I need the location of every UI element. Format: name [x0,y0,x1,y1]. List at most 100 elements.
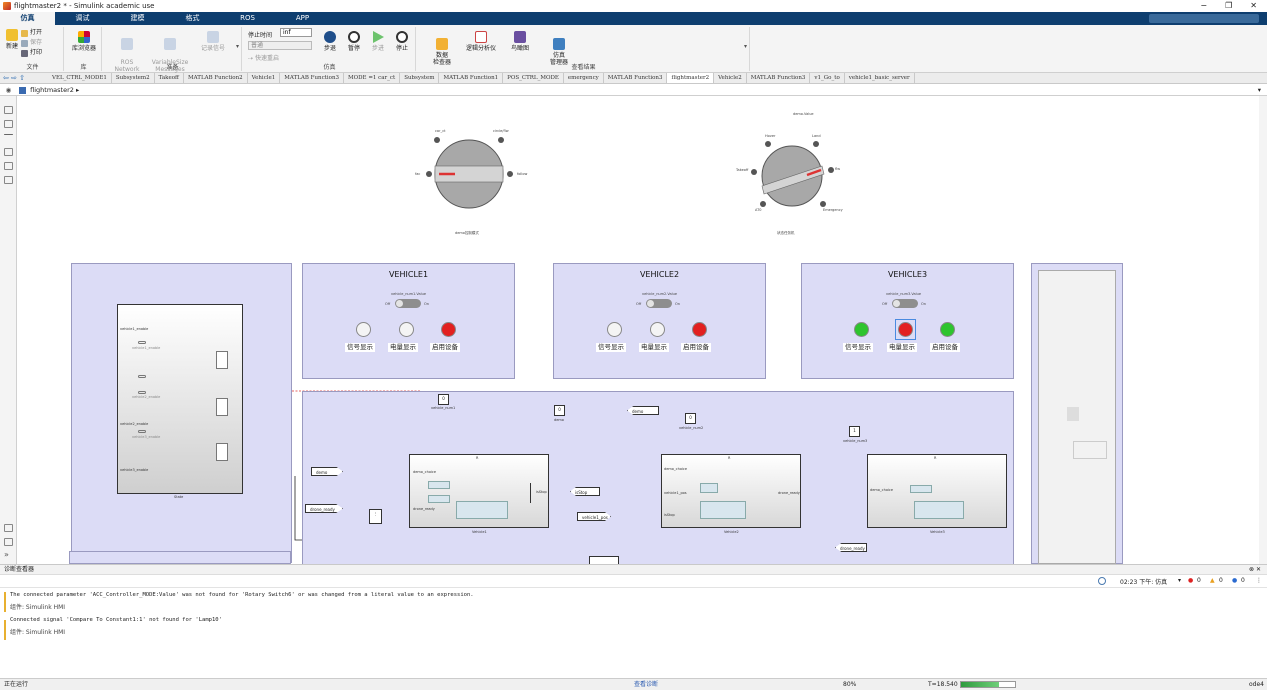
knob-dial[interactable] [735,110,875,240]
step-forward-button[interactable]: 步进 [368,31,388,52]
warning-icon[interactable]: ▲ [1210,577,1215,584]
goto-drone-ready[interactable]: drone_ready [835,543,867,552]
tab-ros[interactable]: ROS [240,14,255,22]
vehicle1-toggle[interactable] [395,299,421,308]
diagnostic-time[interactable]: 02:23 下午: 仿真 [1120,579,1168,586]
tab-debug[interactable]: 调试 [75,14,90,22]
fit-view-icon[interactable] [4,120,13,128]
log-signals-button[interactable]: 记录信号 [196,31,230,52]
breadcrumb-dropdown-icon[interactable]: ▾ [1257,86,1261,94]
tab-format[interactable]: 格式 [185,14,200,22]
expand-toolbar-icon[interactable]: » [4,550,9,559]
doc-tab[interactable]: MATLAB Function3 [604,73,668,83]
from-vehicle1-pos[interactable]: vehicle1_pos [577,512,611,521]
doc-tab[interactable]: emergency [564,73,604,83]
model-data-icon[interactable] [4,538,13,546]
vehicle3-subsystem[interactable]: R demo_choice [867,454,1007,528]
open-button[interactable]: 打开 [21,29,42,37]
stop-time-input[interactable] [280,28,312,37]
constant-vehicle-num3[interactable]: 1 [849,426,860,437]
simulation-mode-select[interactable]: 普通 [248,41,312,50]
vehicle2-toggle[interactable] [646,299,672,308]
print-button[interactable]: 打印 [21,49,42,57]
folder-icon [21,29,28,37]
maximize-button[interactable]: ❐ [1225,1,1233,10]
annotation-icon[interactable] [4,148,13,156]
doc-tab[interactable]: MATLAB Function3 [280,73,344,83]
variable-size-messages-button[interactable]: VariableSize Messages [148,31,192,73]
doc-tab[interactable]: POS_CTRL_MODE [503,73,564,83]
vehicle3-toggle[interactable] [892,299,918,308]
save-button[interactable]: 保存 [21,39,42,47]
property-inspector-icon[interactable] [4,524,13,532]
quick-access-toolbar[interactable] [1149,14,1259,23]
arrow-icon[interactable] [4,134,13,135]
refresh-icon[interactable] [1098,577,1106,585]
close-button[interactable]: ✕ [1250,1,1257,10]
library-browser-button[interactable]: 库浏览器 [69,31,99,52]
stop-button[interactable]: 停止 [392,31,412,52]
time-dropdown-icon[interactable]: ▾ [1178,577,1182,584]
knob-dial[interactable] [415,126,545,240]
area-icon[interactable] [4,176,13,184]
tab-simulation[interactable]: 仿真 [0,12,55,25]
constant-vehicle-num2[interactable]: 0 [685,413,696,424]
doc-tab[interactable]: VEL_CTRL_MODE1 [48,73,112,83]
vertical-scrollbar[interactable] [1259,96,1267,564]
navigation-arrows[interactable]: ⇦ ⇨ ⇧ [3,74,26,82]
constant-demo[interactable]: 0 [554,405,565,416]
doc-tab[interactable]: Takeoff [155,73,184,83]
right-subsystem[interactable] [1038,270,1116,564]
step-back-button[interactable]: 步退 [320,31,340,52]
state-chart-block[interactable]: vehicle1_enable vehicle2_enable vehicle3… [117,304,243,499]
hide-explorer-icon[interactable]: ◉ [5,86,12,94]
model-canvas[interactable]: car_ct circle/flw fac follow demo控制模式 de… [17,96,1267,564]
simulation-manager-button[interactable]: 仿真 管理器 [544,31,574,66]
vehicle3-lamp-battery[interactable] [898,322,913,337]
image-icon[interactable] [4,162,13,170]
diagnostic-message[interactable]: Connected signal 'Compare To Constant1:1… [10,617,222,623]
diagnostic-close-icon[interactable]: ⊗ ✕ [1249,566,1261,573]
doc-tab[interactable]: v1_Go_to [810,73,845,83]
doc-tab[interactable]: Subsystem2 [112,73,155,83]
doc-tab[interactable]: Vehicle1 [248,73,281,83]
doc-tab[interactable]: MATLAB Function2 [184,73,248,83]
logic-analyzer-button[interactable]: 逻辑分析仪 [464,31,498,52]
new-button[interactable]: 新建 [4,29,20,50]
prepare-expand-icon[interactable]: ▾ [235,43,239,50]
data-inspector-button[interactable]: 数据 检查器 [428,31,456,66]
doc-tab[interactable]: Subsystem [400,73,440,83]
doc-tab[interactable]: MATLAB Function3 [747,73,811,83]
rotary-switch-control-mode[interactable]: car_ct circle/flw fac follow demo控制模式 [415,126,545,240]
breadcrumb-path[interactable]: flightmaster2 ▸ [30,86,80,94]
fast-restart-toggle[interactable]: ⇢ 快速重启 [248,55,279,62]
partial-block[interactable] [589,556,619,564]
constant-vehicle-num1[interactable]: 0 [438,394,449,405]
tab-modeling[interactable]: 建模 [130,14,145,22]
ros-network-button[interactable]: ROS Network [110,31,144,73]
goto-isstop[interactable]: isStop [570,487,600,496]
zoom-icon[interactable] [4,106,13,114]
from-drone-ready[interactable]: drone_ready [305,504,343,513]
review-expand-icon[interactable]: ▾ [743,43,747,50]
doc-tab-active[interactable]: flightmaster2 [667,73,715,83]
tab-apps[interactable]: APP [295,14,310,22]
goto-demo[interactable]: demo [627,406,659,415]
doc-tab[interactable]: MATLAB Function1 [439,73,504,83]
minimize-button[interactable]: − [1200,1,1208,10]
doc-tab[interactable]: vehicle1_basic_server [845,73,915,83]
rotary-switch-state[interactable]: demo.Value Hover Land Takeoff flw AT0 Em… [735,110,875,240]
more-options-icon[interactable]: ⋮ [1256,577,1262,584]
mux-block[interactable]: ⋮ [369,509,382,524]
error-icon[interactable]: ● [1188,577,1194,584]
from-demo[interactable]: demo [311,467,343,476]
diagnostic-message[interactable]: The connected parameter 'ACC_Controller_… [10,592,474,598]
doc-tab[interactable]: Vehicle2 [714,73,747,83]
vehicle2-subsystem[interactable]: R demo_choice vehicle1_pos isStop drone_… [661,454,801,528]
doc-tab[interactable]: MODE =1 car_ct [344,73,401,83]
info-icon[interactable]: ● [1232,577,1238,584]
vehicle1-subsystem[interactable]: R demo_choice drone_ready isStop [409,454,549,528]
birds-eye-scope-button[interactable]: 鸟瞰图 [506,31,534,52]
view-diagnostics-link[interactable]: 查看诊断 [634,681,659,688]
pause-button[interactable]: 暂停 [344,31,364,52]
